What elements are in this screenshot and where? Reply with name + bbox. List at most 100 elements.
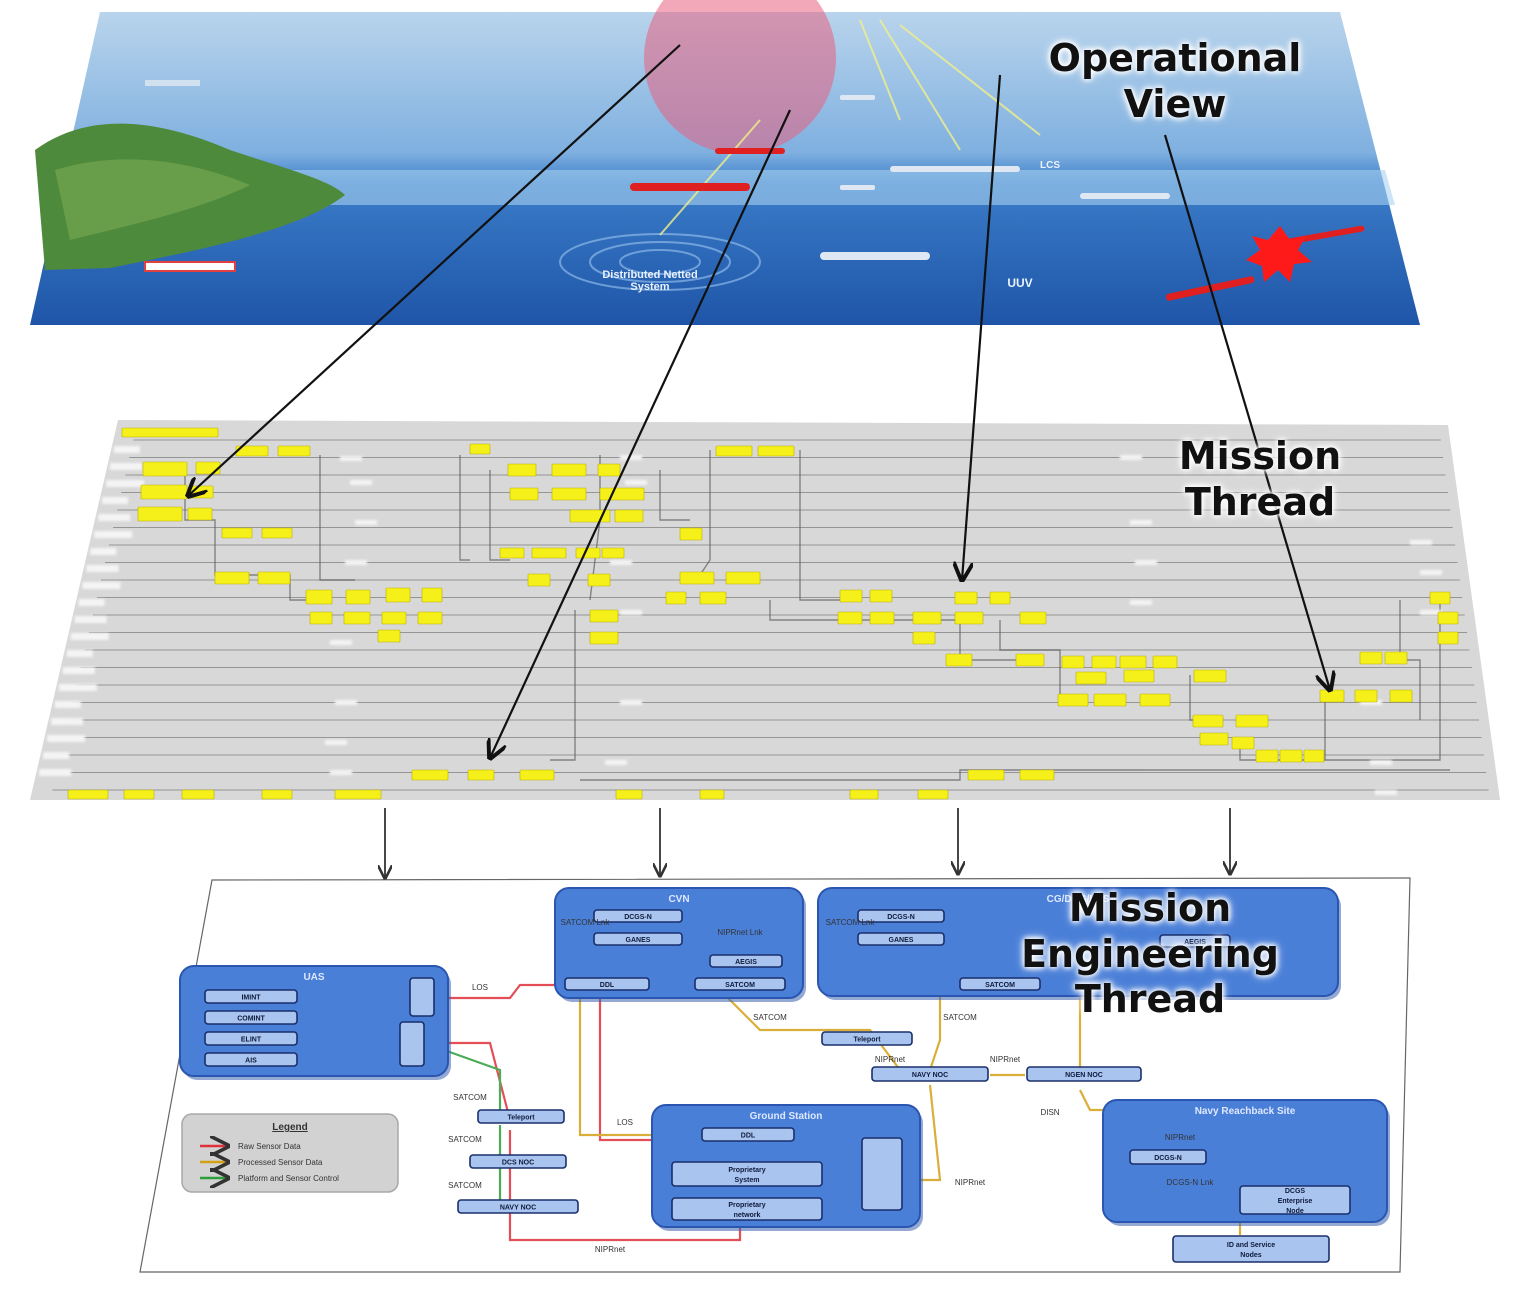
node-label: Teleport [507, 1115, 535, 1122]
link-label: LOS [617, 1118, 633, 1127]
link-label: SATCOM Lnk [826, 918, 876, 927]
thread-activity-node [214, 571, 250, 585]
label-line: View [1123, 81, 1227, 126]
layer-connector-arrow [1163, 134, 1330, 690]
thread-activity-node [345, 589, 371, 605]
ground-processor-node [861, 1137, 903, 1211]
lane-label-block [78, 599, 105, 606]
thread-activity-node [1303, 749, 1325, 763]
thread-activity-node [551, 487, 587, 501]
uuv-icon [820, 252, 930, 260]
thread-activity-node [587, 573, 611, 587]
label-line: Thread [1184, 479, 1336, 524]
cg-aegis-node [1159, 934, 1231, 948]
thread-activity-node [123, 789, 155, 800]
panel-title: CVN [668, 894, 689, 905]
legend-item-label: Raw Sensor Data [238, 1142, 301, 1151]
thread-connector [699, 450, 711, 576]
lane-marker [1120, 455, 1142, 460]
label-line: Thread [1074, 977, 1226, 1022]
thread-activity-node [1235, 714, 1269, 728]
node-label: Teleport [853, 1037, 881, 1044]
lane-marker [335, 700, 357, 705]
thread-activity-node [917, 789, 949, 800]
mission-engineering-thread-label: Mission Engineering Thread [980, 886, 1320, 1023]
node-label: NGEN NOC [1065, 1072, 1103, 1079]
cg-satcom-node [959, 977, 1041, 991]
thread-connector [799, 450, 850, 601]
node-label: DCGS-N [887, 914, 915, 921]
cg-ddg-lcs-panel [817, 887, 1339, 997]
data-link [440, 1041, 512, 1121]
thread-activity-node [1019, 769, 1055, 781]
lane-marker [330, 770, 352, 775]
thread-activity-node [1019, 611, 1047, 625]
link-label: SATCOM [943, 1013, 977, 1022]
thread-connector [489, 470, 510, 561]
thread-activity-node [1139, 693, 1171, 707]
thread-activity-node [261, 527, 293, 539]
thread-activity-node [575, 547, 601, 559]
cvn-aegis-node [709, 954, 783, 968]
thread-activity-node [499, 547, 525, 559]
thread-activity-node [67, 789, 109, 800]
link-label: SATCOM [453, 1093, 487, 1102]
thread-activity-node [181, 789, 215, 800]
lane-marker [325, 740, 347, 745]
thread-activity-node [381, 611, 407, 625]
relay-node [477, 1109, 565, 1124]
ship-icon [1080, 193, 1170, 199]
layer-connector-arrow [188, 44, 681, 496]
node-label: Enterprise [1278, 1198, 1313, 1205]
thread-activity-node [839, 589, 863, 603]
node-label: DDL [741, 1133, 756, 1140]
thread-activity-node [954, 591, 978, 605]
thread-activity-node [519, 769, 555, 781]
thread-activity-node [334, 789, 382, 800]
link-label: NIPRnet Lnk [717, 928, 763, 937]
data-link [719, 989, 901, 1071]
relay-node [457, 1199, 579, 1214]
thread-activity-node [509, 487, 539, 501]
uas-processor-node [409, 977, 435, 1017]
thread-connector [550, 610, 576, 761]
panel-title: UAS [303, 972, 324, 983]
cg-dcgs-node [857, 909, 945, 923]
node-label: AEGIS [735, 959, 757, 966]
lane-label-block [86, 565, 119, 572]
lane-label-block [43, 752, 70, 759]
relay-node [871, 1066, 989, 1082]
thread-activity-node [1192, 714, 1224, 728]
lane-marker [1130, 520, 1152, 525]
thread-activity-node [912, 611, 942, 625]
legend-title: Legend [272, 1122, 308, 1133]
thread-activity-node [1437, 611, 1459, 625]
legend-item-label: Platform and Sensor Control [238, 1174, 339, 1183]
thread-activity-node [121, 427, 219, 438]
data-link [920, 1084, 942, 1182]
explosion-icon [1246, 226, 1312, 282]
lane-marker [355, 520, 377, 525]
thread-activity-node [1437, 631, 1459, 645]
panel-title: Ground Station [750, 1111, 823, 1122]
node-label: DDL [600, 982, 615, 989]
lane-label-block [70, 633, 109, 640]
cvn-ganes-node [593, 932, 683, 946]
thread-activity-node [1193, 669, 1227, 683]
link-label: NIPRnet [875, 1055, 906, 1064]
node-label: ID and Service [1227, 1242, 1275, 1249]
thread-activity-node [615, 789, 643, 800]
lane-label-block [102, 497, 129, 504]
lane-marker [620, 700, 642, 705]
thread-activity-node [309, 611, 333, 625]
thread-activity-node [601, 547, 625, 559]
lane-marker [625, 480, 647, 485]
lane-label-block [66, 650, 93, 657]
layer-connector-arrow [490, 109, 791, 758]
lane-marker [350, 480, 372, 485]
node-label: DCGS-N [624, 914, 652, 921]
lane-label-block [94, 531, 133, 538]
thread-activity-node [187, 507, 213, 521]
thread-activity-node [679, 571, 715, 585]
thread-activity-node [261, 789, 293, 800]
